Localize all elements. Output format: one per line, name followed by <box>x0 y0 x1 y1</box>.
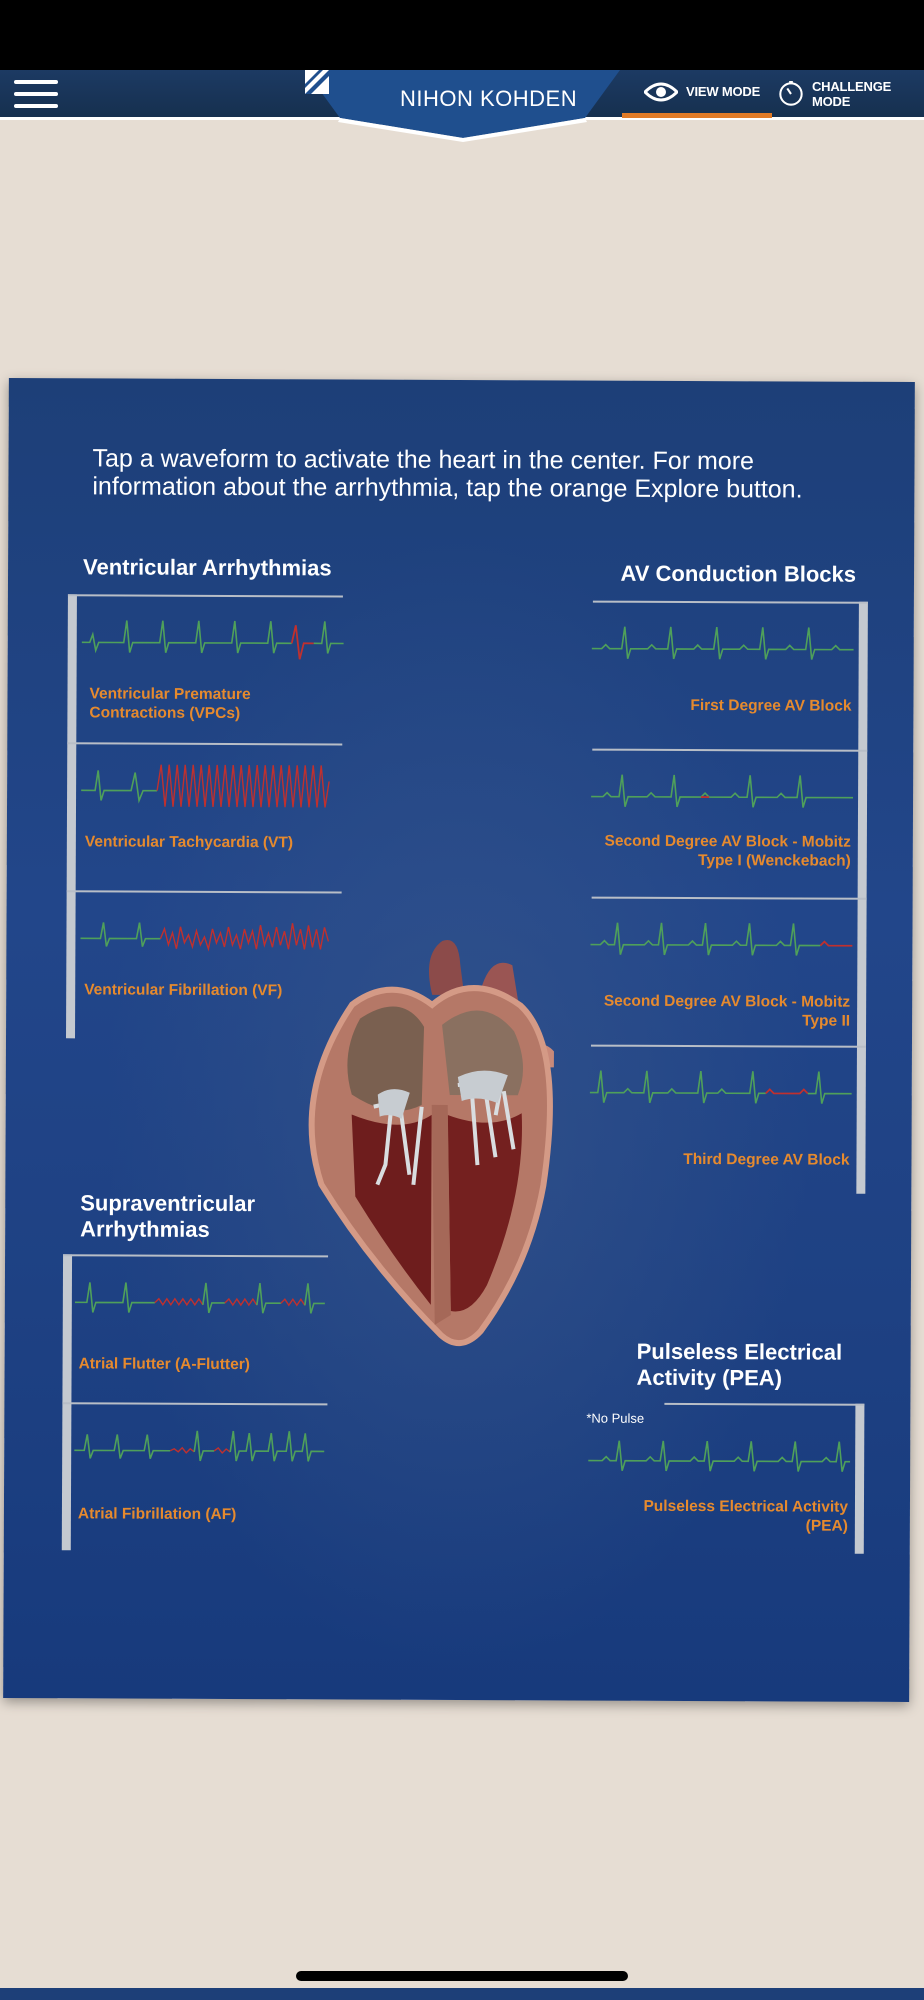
challenge-mode-tab[interactable]: CHALLENGE MODE <box>776 70 924 118</box>
af-label: Atrial Fibrillation (AF) <box>77 1505 237 1524</box>
pea-label: Pulseless Electrical Activity (PEA) <box>643 1497 849 1535</box>
mobitz-1-label: Second Degree AV Block - Mobitz Type I (… <box>604 832 851 870</box>
mobitz-2-label: Second Degree AV Block - Mobitz Type II <box>603 992 851 1030</box>
vpcs-waveform <box>81 620 344 660</box>
waveform-third-degree[interactable]: Third Degree AV Block <box>585 1044 866 1194</box>
brand-logo-tab: NIHON KOHDEN <box>305 70 620 142</box>
vf-waveform <box>80 922 330 952</box>
hamburger-menu-icon[interactable] <box>14 80 58 112</box>
waveform-a-flutter[interactable]: Atrial Flutter (A-Flutter) <box>62 1254 343 1403</box>
eye-icon <box>644 82 678 101</box>
supraventricular-title: Supraventricular Arrhythmias <box>80 1190 256 1242</box>
ventricular-panel: Ventricular Premature Contractions (VPCs… <box>66 594 348 1039</box>
waveform-af[interactable]: Atrial Fibrillation (AF) <box>62 1402 343 1551</box>
bottom-poster-edge <box>0 1988 924 2000</box>
a-flutter-waveform <box>74 1282 325 1314</box>
waveform-pea[interactable]: Pulseless Electrical Activity (PEA) <box>584 1402 865 1552</box>
status-bar <box>0 0 924 70</box>
vt-label: Ventricular Tachycardia (VT) <box>84 833 294 852</box>
view-mode-tab[interactable]: VIEW MODE <box>622 70 772 118</box>
mobitz-2-waveform <box>590 922 853 956</box>
waveform-vt[interactable]: Ventricular Tachycardia (VT) <box>67 742 348 891</box>
waveform-first-degree[interactable]: First Degree AV Block <box>587 600 868 750</box>
waveform-vf[interactable]: Ventricular Fibrillation (VF) <box>66 890 347 1039</box>
waveform-mobitz-2[interactable]: Second Degree AV Block - Mobitz Type II <box>586 896 867 1046</box>
pea-title: Pulseless Electrical Activity (PEA) <box>636 1338 843 1391</box>
supraventricular-panel: Atrial Flutter (A-Flutter) Atrial Fibril… <box>61 1254 343 1551</box>
ventricular-title: Ventricular Arrhythmias <box>83 554 332 581</box>
heart-3d-illustration <box>308 940 554 1347</box>
mobitz-1-waveform <box>591 774 854 808</box>
brand-name: NIHON KOHDEN <box>400 86 578 111</box>
nihon-kohden-logo <box>305 70 329 94</box>
vt-waveform <box>81 764 330 808</box>
av-blocks-panel: First Degree AV Block Second Degree AV B… <box>585 600 868 1194</box>
third-degree-label: Third Degree AV Block <box>683 1150 850 1169</box>
first-degree-label: First Degree AV Block <box>690 697 852 715</box>
challenge-mode-label: CHALLENGE MODE <box>811 79 892 109</box>
af-waveform <box>74 1430 325 1462</box>
waveform-vpcs[interactable]: Ventricular Premature Contractions (VPCs… <box>67 594 348 743</box>
pea-panel: Pulseless Electrical Activity (PEA) <box>584 1402 865 1554</box>
view-mode-label: VIEW MODE <box>686 84 761 99</box>
pea-waveform <box>588 1440 851 1472</box>
intro-text: Tap a waveform to activate the heart in … <box>92 444 803 504</box>
first-degree-waveform <box>591 626 854 660</box>
vpcs-label: Ventricular Premature Contractions (VPCs… <box>89 685 251 723</box>
arrhythmia-poster: Tap a waveform to activate the heart in … <box>3 378 915 1702</box>
home-indicator[interactable] <box>296 1971 628 1981</box>
timer-icon <box>779 81 803 106</box>
third-degree-waveform <box>589 1070 852 1104</box>
av-blocks-title: AV Conduction Blocks <box>620 560 857 587</box>
waveform-mobitz-1[interactable]: Second Degree AV Block - Mobitz Type I (… <box>587 748 868 898</box>
